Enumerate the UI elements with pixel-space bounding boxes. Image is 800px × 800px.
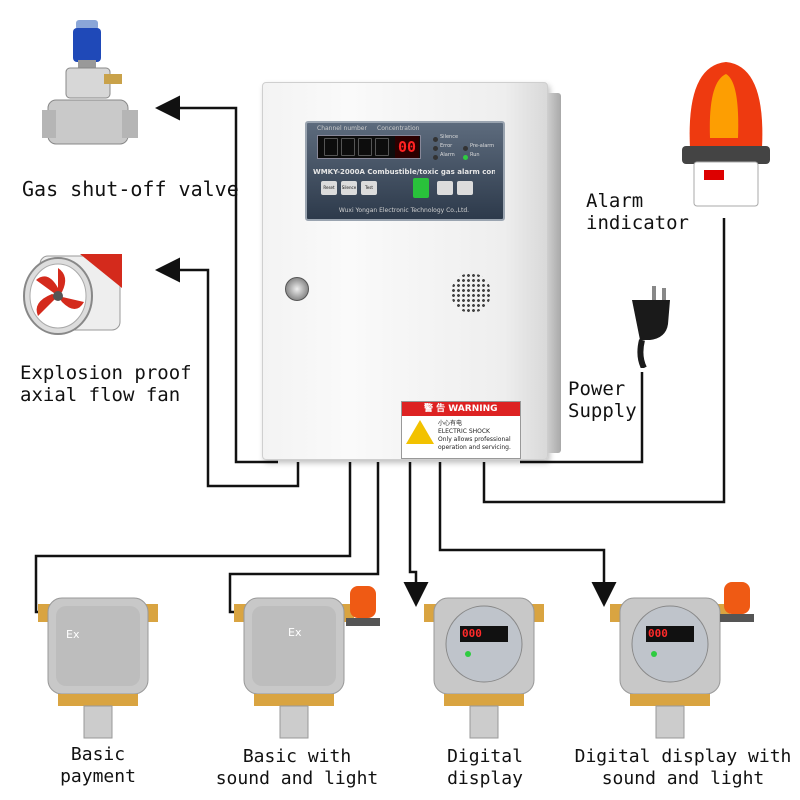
warning-text: 小心有电 ELECTRIC SHOCK Only allows professi… xyxy=(438,420,514,452)
channel-label: Channel number xyxy=(317,125,367,132)
indicator-silence-label: Silence xyxy=(440,134,459,140)
display-digit xyxy=(324,138,338,156)
detector-basic: Ex xyxy=(38,597,158,739)
detector-2-beacon xyxy=(346,586,380,626)
indicator-run-light xyxy=(463,155,468,160)
wire-to-detector-4 xyxy=(438,462,617,607)
fan-label-line-2: axial flow fan xyxy=(20,384,181,406)
controller-front-panel: Channel number Concentration 00 Silence … xyxy=(305,121,505,221)
detector-4-beacon xyxy=(720,582,754,622)
warning-text-3: Only allows professional operation and s… xyxy=(438,436,511,451)
detector-2-line-2: sound and light xyxy=(215,768,379,789)
detector-3-line-2: display xyxy=(447,768,523,789)
warning-sticker: 警 告 WARNING 小心有电 ELECTRIC SHOCK Only all… xyxy=(401,401,521,459)
indicator-error-light xyxy=(433,146,438,151)
alarm-label-line-2: indicator xyxy=(586,212,689,234)
detector-4-line-2: sound and light xyxy=(601,768,765,789)
detector-3-label: Digital display xyxy=(430,746,540,790)
detector-4-label: Digital display with sound and light xyxy=(566,746,800,790)
detector-digital xyxy=(424,597,544,739)
display-digit xyxy=(358,138,372,156)
svg-text:Ex: Ex xyxy=(288,626,302,639)
electric-shock-icon xyxy=(406,420,434,444)
power-label-line-2: Supply xyxy=(568,400,637,422)
gas-valve-image xyxy=(42,20,138,145)
detector-4-readout: 000 xyxy=(648,627,668,640)
indicator-prealarm-label: Pre-alarm xyxy=(470,143,495,149)
indicator-alarm-light xyxy=(433,155,438,160)
reset-button[interactable]: Reset xyxy=(321,181,337,195)
concentration-readout: 00 xyxy=(395,136,419,158)
indicator-run-label: Run xyxy=(470,152,480,158)
fan-label: Explosion proof axial flow fan xyxy=(20,362,192,406)
indicator-error-label: Error xyxy=(440,143,453,149)
ack-button[interactable] xyxy=(413,178,429,198)
wire-to-fan xyxy=(155,257,300,488)
detector-3-line-1: Digital xyxy=(447,746,523,767)
gas-alarm-controller: Channel number Concentration 00 Silence … xyxy=(262,82,561,460)
detector-1-line-1: Basic xyxy=(70,744,126,765)
detector-4-line-1: Digital display with xyxy=(574,746,792,767)
cabinet-side xyxy=(547,93,561,453)
indicator-silence-light xyxy=(433,137,438,142)
eject-button[interactable] xyxy=(437,181,453,195)
fan-label-line-1: Explosion proof xyxy=(20,362,192,384)
detector-1-label: Basic payment xyxy=(48,744,148,788)
detector-3-readout: 000 xyxy=(462,627,482,640)
wire-to-power xyxy=(520,372,644,464)
alarm-label: Alarm indicator xyxy=(586,190,689,234)
power-label: Power Supply xyxy=(568,378,637,422)
volume-button[interactable] xyxy=(457,181,473,195)
warning-text-2: ELECTRIC SHOCK xyxy=(438,428,490,435)
power-label-line-1: Power xyxy=(568,378,626,400)
concentration-label: Concentration xyxy=(377,125,420,132)
wire-to-detector-3 xyxy=(403,462,429,607)
gas-valve-label: Gas shut-off valve xyxy=(22,177,239,201)
wire-to-valve xyxy=(155,95,278,464)
detector-basic-sound-light: Ex xyxy=(234,597,354,739)
display-digit xyxy=(375,138,389,156)
controller-model: WMKY-2000A Combustible/toxic gas alarm c… xyxy=(313,168,495,176)
wire-to-detector-1 xyxy=(34,462,352,614)
power-plug-image xyxy=(632,286,670,368)
axial-fan-image xyxy=(23,254,122,335)
speaker-grille xyxy=(451,273,491,313)
svg-text:Ex: Ex xyxy=(66,628,80,641)
indicator-prealarm-light xyxy=(463,146,468,151)
indicator-alarm-label: Alarm xyxy=(440,152,455,158)
test-button[interactable]: Test xyxy=(361,181,377,195)
cabinet-lock-icon[interactable] xyxy=(285,277,309,301)
silence-button[interactable]: Silence xyxy=(341,181,357,195)
detector-2-label: Basic with sound and light xyxy=(212,746,382,790)
detector-digital-sound-light xyxy=(610,597,730,739)
reset-button-label: Reset xyxy=(323,185,335,190)
warning-header: 警 告 WARNING xyxy=(402,402,520,416)
warning-text-1: 小心有电 xyxy=(438,420,463,427)
test-button-label: Test xyxy=(365,185,373,190)
controller-company: Wuxi Yongan Electronic Technology Co.,Lt… xyxy=(338,207,470,214)
warning-cn: 警 告 xyxy=(424,404,446,414)
alarm-beacon-image xyxy=(682,62,770,207)
alarm-label-line-1: Alarm xyxy=(586,190,644,212)
wire-to-detector-2 xyxy=(228,462,380,614)
detector-1-line-2: payment xyxy=(60,766,136,787)
warning-en: WARNING xyxy=(448,404,498,414)
wire-to-alarm xyxy=(482,218,726,504)
detector-2-line-1: Basic with xyxy=(242,746,352,767)
display-digit xyxy=(341,138,355,156)
silence-button-label: Silence xyxy=(341,185,357,190)
